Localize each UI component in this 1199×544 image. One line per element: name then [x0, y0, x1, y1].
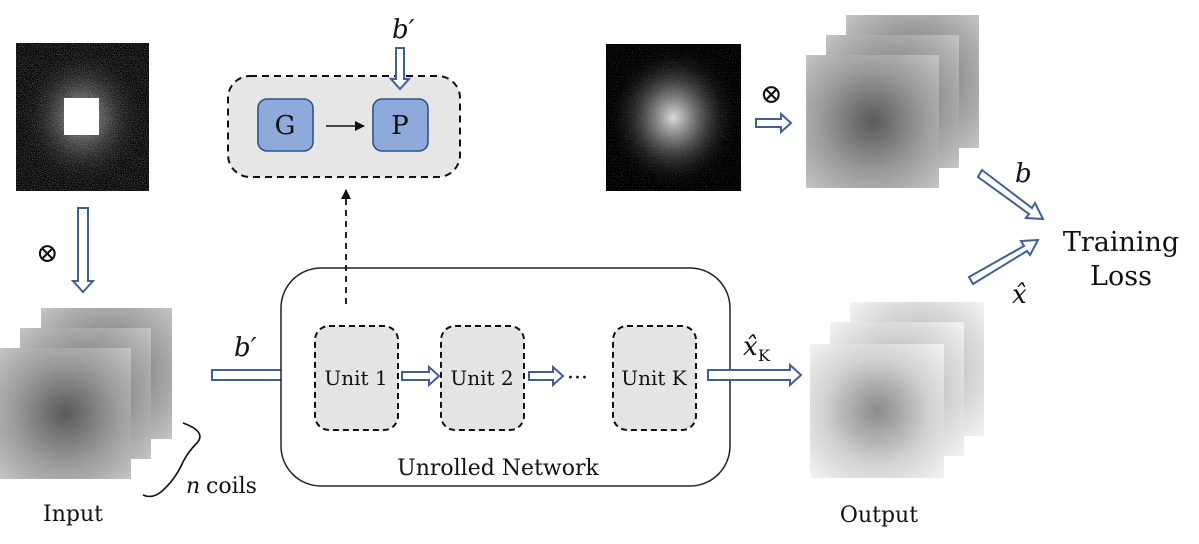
p-block-label: P: [391, 111, 409, 141]
down-arrow-left: [70, 207, 96, 294]
unit-k[interactable]: Unit K: [612, 325, 697, 431]
multiply-symbol-right: ⊗: [760, 79, 783, 110]
unit-k-label: Unit K: [621, 366, 688, 390]
unit-1[interactable]: Unit 1: [314, 325, 399, 431]
n-coils-variable: n: [186, 474, 200, 499]
b-prime-top-label: b′: [392, 15, 415, 45]
arrow-to-output: [707, 362, 803, 388]
training-loss-line2: Loss: [1090, 261, 1152, 292]
full-kspace-image: [606, 44, 741, 191]
b-prime-input-label: b′: [234, 333, 257, 363]
target-coil-stack: [806, 15, 979, 188]
unit-2-label: Unit 2: [450, 366, 513, 390]
b-label: b: [1015, 159, 1032, 189]
undersampled-kspace-image: [16, 43, 149, 191]
g-block[interactable]: G: [257, 98, 314, 152]
arrow-unit1-unit2: [401, 364, 441, 388]
g-block-label: G: [275, 111, 296, 141]
unit-1-label: Unit 1: [324, 366, 387, 390]
unrolled-network-label: Unrolled Network: [397, 456, 599, 481]
arrow-to-target-stack: [755, 111, 793, 135]
arrow-xhat-to-loss: [967, 238, 1040, 286]
multiply-symbol-left: ⊗: [36, 238, 59, 269]
xhat-k-subscript: K: [758, 346, 771, 365]
xhat-label: x̂: [1012, 280, 1027, 310]
arrow-unit2-dots: [528, 364, 565, 388]
ellipsis: ···: [567, 366, 588, 391]
input-label: Input: [43, 502, 103, 527]
training-loss-line1: Training: [1063, 227, 1179, 258]
xhat-k-label: x̂: [743, 332, 758, 362]
n-coils-label: coils: [206, 474, 257, 499]
output-coil-stack: [810, 302, 984, 478]
output-label: Output: [840, 503, 918, 528]
coil-brace: [142, 422, 201, 498]
unit-2[interactable]: Unit 2: [440, 325, 525, 431]
arrow-into-p: [388, 47, 412, 91]
arrow-b-to-loss: [976, 168, 1045, 221]
p-block[interactable]: P: [372, 98, 429, 152]
input-coil-stack: [0, 308, 172, 479]
